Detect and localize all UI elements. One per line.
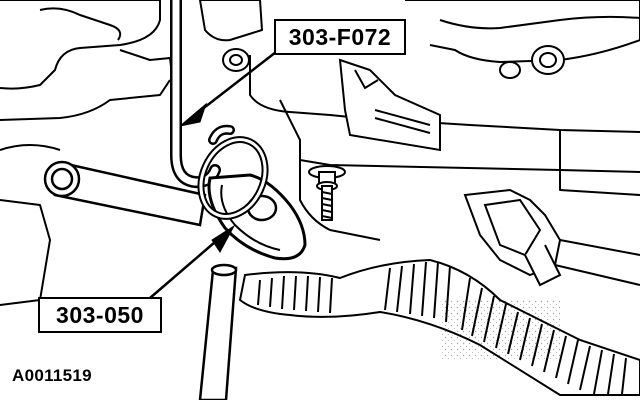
sensor-connector [338, 58, 441, 152]
bolt-heads [222, 45, 565, 79]
stud-bolt [308, 165, 346, 221]
leader-arrow-top [179, 51, 277, 127]
tool-callout-303-050: 303-050 [38, 297, 162, 333]
stipple-shading [440, 300, 560, 360]
tool-callout-303-F072: 303-F072 [274, 19, 406, 55]
lifting-eye-bracket [197, 124, 307, 261]
coolant-tube [43, 160, 207, 227]
figure-id-label: A0011519 [12, 366, 92, 385]
engine-casting [0, 0, 640, 306]
dipstick-tube [198, 263, 238, 400]
harness-connector [463, 188, 640, 287]
leader-arrow-bottom [149, 224, 236, 299]
